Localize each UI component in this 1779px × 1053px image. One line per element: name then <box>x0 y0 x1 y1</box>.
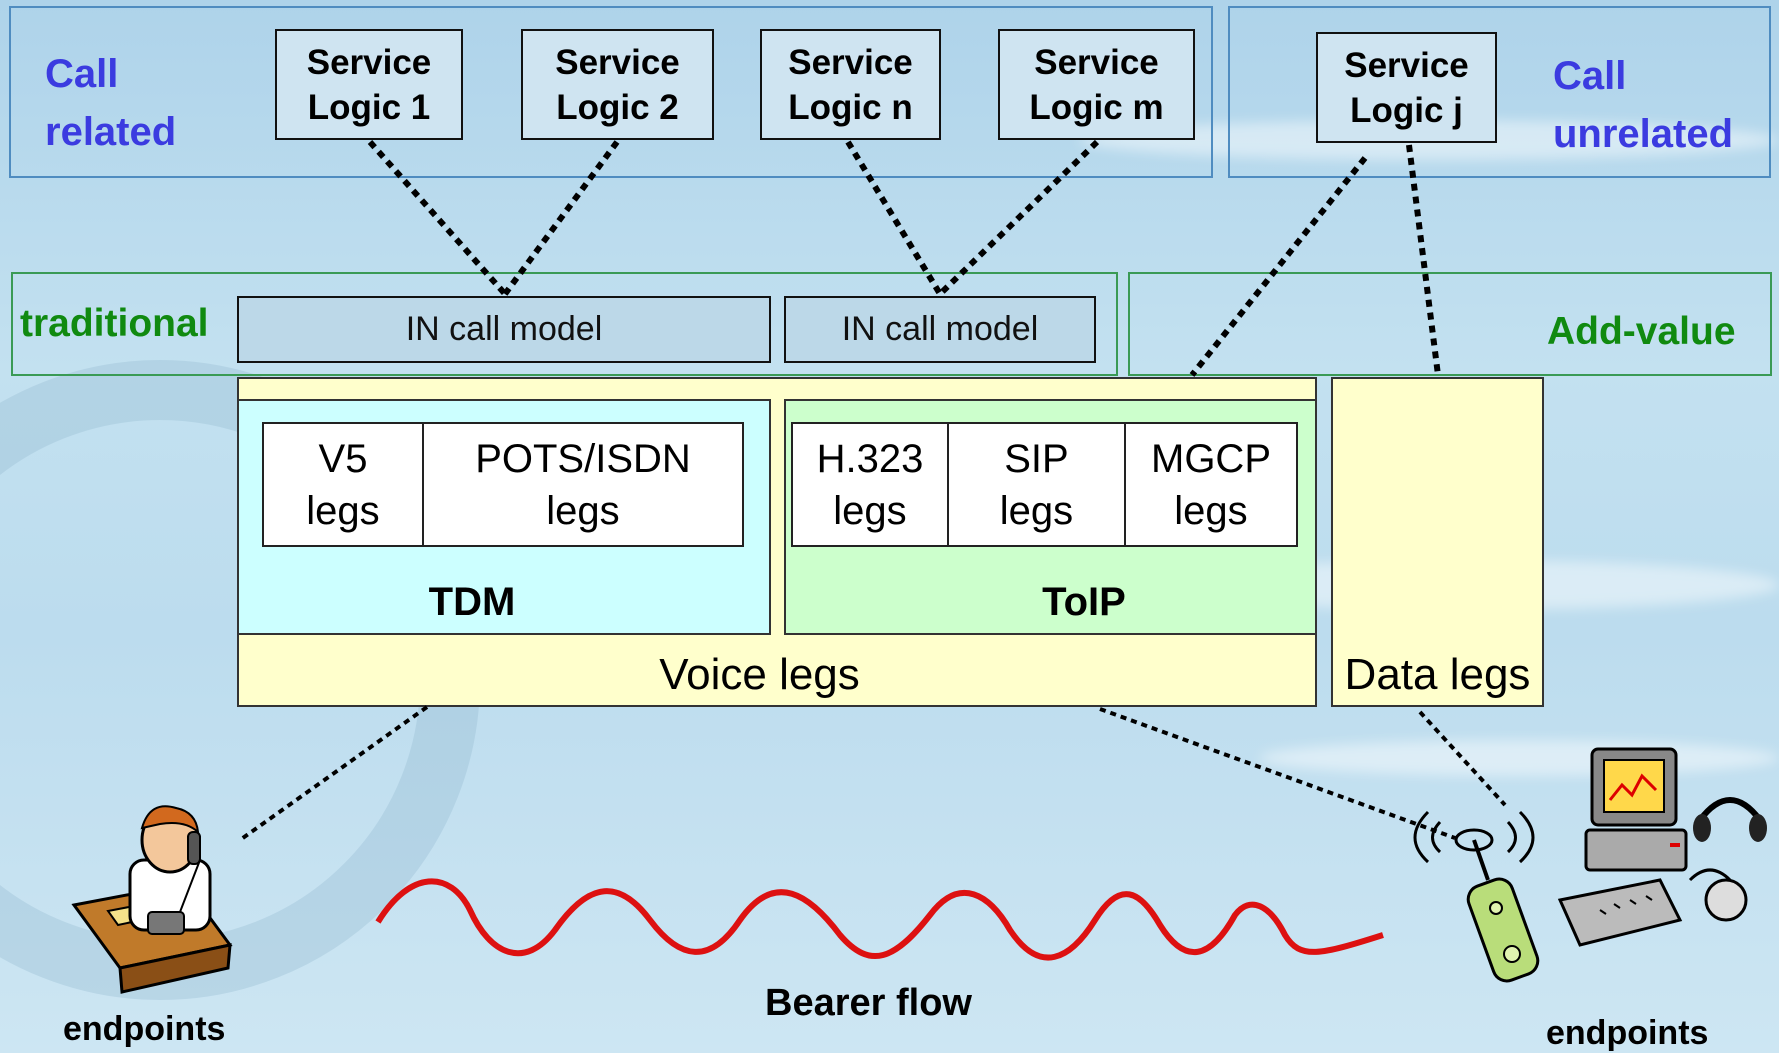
bearer-flow-label: Bearer flow <box>765 982 972 1024</box>
in-call-model-toip: IN call model <box>784 296 1096 363</box>
in-call-model-label: IN call model <box>405 310 603 348</box>
tdm-label: TDM <box>428 580 516 624</box>
add-value-label: Add-value <box>1547 310 1736 353</box>
service-logic-m-label: Service Logic m <box>1029 42 1164 127</box>
service-logic-j-label: Service Logic j <box>1344 45 1469 130</box>
connector-line <box>1189 156 1368 377</box>
service-logic-n-box: Service Logic n <box>760 29 941 140</box>
call-unrelated-label: Call unrelated <box>1553 54 1734 156</box>
connector-line <box>238 705 429 842</box>
service-logic-1-label: Service Logic 1 <box>306 42 432 127</box>
service-logic-n-label: Service Logic n <box>788 42 913 127</box>
person-at-desk-icon <box>71 805 233 994</box>
service-logic-2-box: Service Logic 2 <box>521 29 714 140</box>
mgcp-legs-box: MGCP legs <box>1124 422 1298 547</box>
bearer-flow-wave <box>375 878 1384 961</box>
add-value-region <box>1128 272 1772 376</box>
h323-legs-box: H.323 legs <box>791 422 949 547</box>
service-logic-m-box: Service Logic m <box>998 29 1195 140</box>
voice-legs-label: Voice legs <box>659 650 860 699</box>
traditional-region <box>11 272 1118 376</box>
endpoints-left-label: endpoints <box>63 1010 226 1048</box>
pots-isdn-legs-box: POTS/ISDN legs <box>422 422 744 547</box>
background-streak <box>1259 740 1779 776</box>
v5-legs-label: V5 legs <box>306 436 380 533</box>
connector-line <box>845 140 943 296</box>
connector-line <box>1099 707 1456 840</box>
computer-workstation-icon <box>1557 747 1767 947</box>
connector-line <box>1418 710 1507 807</box>
mobile-phone-icon <box>1413 810 1540 983</box>
data-legs-box <box>1331 377 1544 707</box>
in-call-model-label: IN call model <box>841 310 1039 348</box>
mgcp-legs-label: MGCP legs <box>1151 436 1271 533</box>
connector-line <box>1406 144 1441 376</box>
call-related-label: Call related <box>45 52 177 154</box>
service-logic-1-box: Service Logic 1 <box>275 29 463 140</box>
connector-line <box>937 139 1100 297</box>
call-unrelated-region <box>1228 6 1771 178</box>
connector-line <box>502 140 620 296</box>
pots-isdn-legs-label: POTS/ISDN legs <box>475 436 691 533</box>
sip-legs-label: SIP legs <box>999 436 1074 533</box>
sip-legs-box: SIP legs <box>947 422 1126 547</box>
traditional-label: traditional <box>20 302 209 345</box>
h323-legs-label: H.323 legs <box>816 436 924 533</box>
endpoints-right-label: endpoints <box>1546 1014 1709 1052</box>
call-related-region <box>9 6 1213 178</box>
service-logic-2-label: Service Logic 2 <box>555 42 680 127</box>
service-logic-j-box: Service Logic j <box>1316 32 1497 143</box>
toip-label: ToIP <box>1042 580 1126 624</box>
in-call-model-tdm: IN call model <box>237 296 771 363</box>
data-legs-label: Data legs <box>1344 650 1531 699</box>
connector-line <box>367 140 508 296</box>
